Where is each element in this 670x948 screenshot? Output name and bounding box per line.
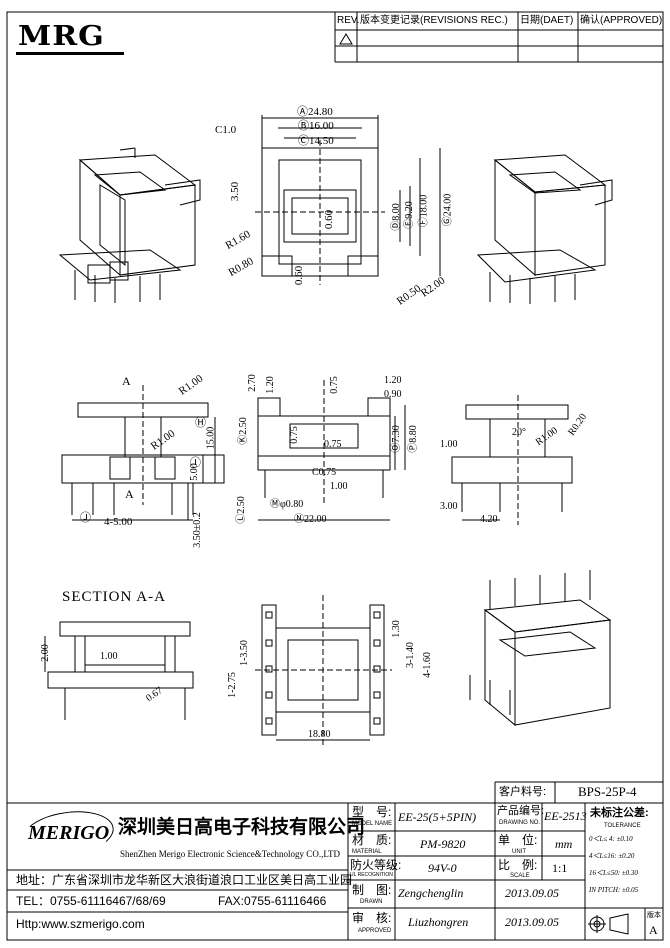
tolerance-row-1: 0＜L≤ 4: ±0.10 bbox=[589, 835, 633, 843]
dim-a: Ⓐ24.80 bbox=[297, 106, 333, 118]
tolerance-row-4: IN PITCH: ±0.05 bbox=[589, 886, 639, 894]
dim-18-80: 18.80 bbox=[308, 729, 331, 740]
scale-sub: SCALE bbox=[510, 873, 530, 879]
version-value: A bbox=[649, 923, 658, 937]
section-view bbox=[44, 621, 194, 720]
dim-1-00c: 1.00 bbox=[100, 651, 118, 662]
tolerance-sub: TOLERANCE bbox=[604, 823, 641, 829]
iso-bobbin-bottom bbox=[469, 570, 612, 727]
section-title: SECTION A-A bbox=[62, 589, 166, 605]
drawn-label: 制 图: bbox=[352, 883, 392, 897]
model-value: EE-25(5+5PIN) bbox=[398, 810, 477, 824]
company-tel: TEL：0755-61116467/68/69 bbox=[16, 894, 166, 908]
approved-value: Liuzhongren bbox=[408, 915, 469, 929]
fire-value: 94V-0 bbox=[428, 861, 457, 875]
section-mark-a2: A bbox=[125, 487, 134, 501]
approved-sub: APPROVED bbox=[358, 928, 392, 934]
end-view bbox=[451, 395, 573, 525]
top-view bbox=[255, 115, 441, 285]
unit-label: 单 位: bbox=[498, 833, 538, 847]
company-fax: FAX:0755-61116466 bbox=[218, 894, 327, 908]
customer-no: BPS-25P-4 bbox=[578, 784, 637, 799]
approved-date: 2013.09.05 bbox=[505, 915, 559, 929]
scale-value: 1:1 bbox=[552, 861, 568, 875]
dim-0-75c: 0.75 bbox=[324, 439, 342, 450]
dim-3-00: 3.00 bbox=[440, 501, 458, 512]
material-sub: MATERIAL bbox=[352, 849, 382, 855]
dim-j: Ⓙ bbox=[80, 512, 91, 524]
drawn-value: Zengchenglin bbox=[398, 886, 464, 900]
scale-label: 比 例: bbox=[498, 858, 538, 872]
rev-col-rev: REV. bbox=[337, 15, 360, 26]
rev-col-date: 日期(DAET) bbox=[520, 15, 574, 26]
dim-20-deg: 20° bbox=[512, 427, 526, 438]
tolerance-row-2: 4＜L≤16: ±0.20 bbox=[589, 852, 635, 860]
bottom-view bbox=[255, 595, 392, 745]
rev-col-approved: 确认(APPROVED) bbox=[580, 15, 663, 26]
fire-label: 防火等级: bbox=[350, 858, 402, 872]
tolerance-row-3: 16＜L≤50: ±0.30 bbox=[589, 869, 638, 877]
front-view bbox=[61, 385, 225, 521]
company-name-en: ShenZhen Merigo Electronic Science&Techn… bbox=[120, 849, 340, 859]
dim-pitch: 4-5.00 bbox=[104, 516, 133, 528]
rev-col-revisions: 版本变更记录(REVISIONS REC.) bbox=[360, 15, 508, 26]
unit-sub: UNIT bbox=[512, 849, 526, 855]
version-label: 版本 bbox=[647, 912, 661, 919]
fire-sub: UL RECOGNITION bbox=[350, 872, 393, 878]
material-value: PM-9820 bbox=[420, 837, 466, 851]
drawing-no-value: EE-2513 bbox=[544, 809, 587, 823]
iso-bobbin-right bbox=[476, 154, 613, 304]
dim-b: Ⓑ16.00 bbox=[298, 120, 334, 132]
dim-0-90: 0.90 bbox=[384, 389, 402, 400]
dim-h: Ⓗ bbox=[195, 417, 206, 429]
dim-n: Ⓝ22.00 bbox=[294, 514, 327, 525]
unit-value: mm bbox=[555, 837, 573, 851]
company-logo: MRG bbox=[18, 20, 105, 53]
dim-4-20: 4.20 bbox=[480, 514, 498, 525]
dim-m: Ⓜφ0.80 bbox=[270, 499, 304, 510]
drawn-date: 2013.09.05 bbox=[505, 886, 559, 900]
material-label: 材 质: bbox=[352, 833, 392, 847]
dim-1-00: 1.00 bbox=[330, 481, 348, 492]
iso-bobbin-left bbox=[58, 147, 201, 303]
company-name-cn: 深圳美日高电子科技有限公司 bbox=[118, 817, 366, 838]
dim-i: Ⓘ bbox=[190, 457, 201, 469]
model-sub: MODEL NAME bbox=[352, 821, 393, 827]
drawn-sub: DRAWN bbox=[360, 899, 383, 905]
dim-c: Ⓒ14.50 bbox=[298, 135, 334, 147]
side-view bbox=[257, 380, 406, 521]
dim-1-20b: 1.20 bbox=[384, 375, 402, 386]
brand-logo: MERIGO bbox=[28, 822, 110, 844]
model-label: 型 号: bbox=[352, 805, 392, 819]
company-website: Http:www.szmerigo.com bbox=[16, 917, 145, 931]
drawing-no-sub: DRAWING NO. bbox=[499, 820, 541, 826]
logo-underline bbox=[16, 52, 124, 55]
company-address: 地址：广东省深圳市龙华新区大浪街道浪口工业区美日高工业园 bbox=[16, 873, 353, 887]
tolerance-label: 未标注公差: bbox=[590, 807, 649, 819]
approved-label: 审 核: bbox=[352, 911, 392, 925]
dim-c0-75: C0.75 bbox=[312, 467, 337, 478]
dim-c10: C1.0 bbox=[215, 124, 237, 136]
drawing-no-label: 产品编号: bbox=[497, 805, 545, 817]
customer-label: 客户料号: bbox=[499, 786, 547, 798]
section-mark-a: A bbox=[122, 374, 131, 388]
dim-1-00b: 1.00 bbox=[440, 439, 458, 450]
